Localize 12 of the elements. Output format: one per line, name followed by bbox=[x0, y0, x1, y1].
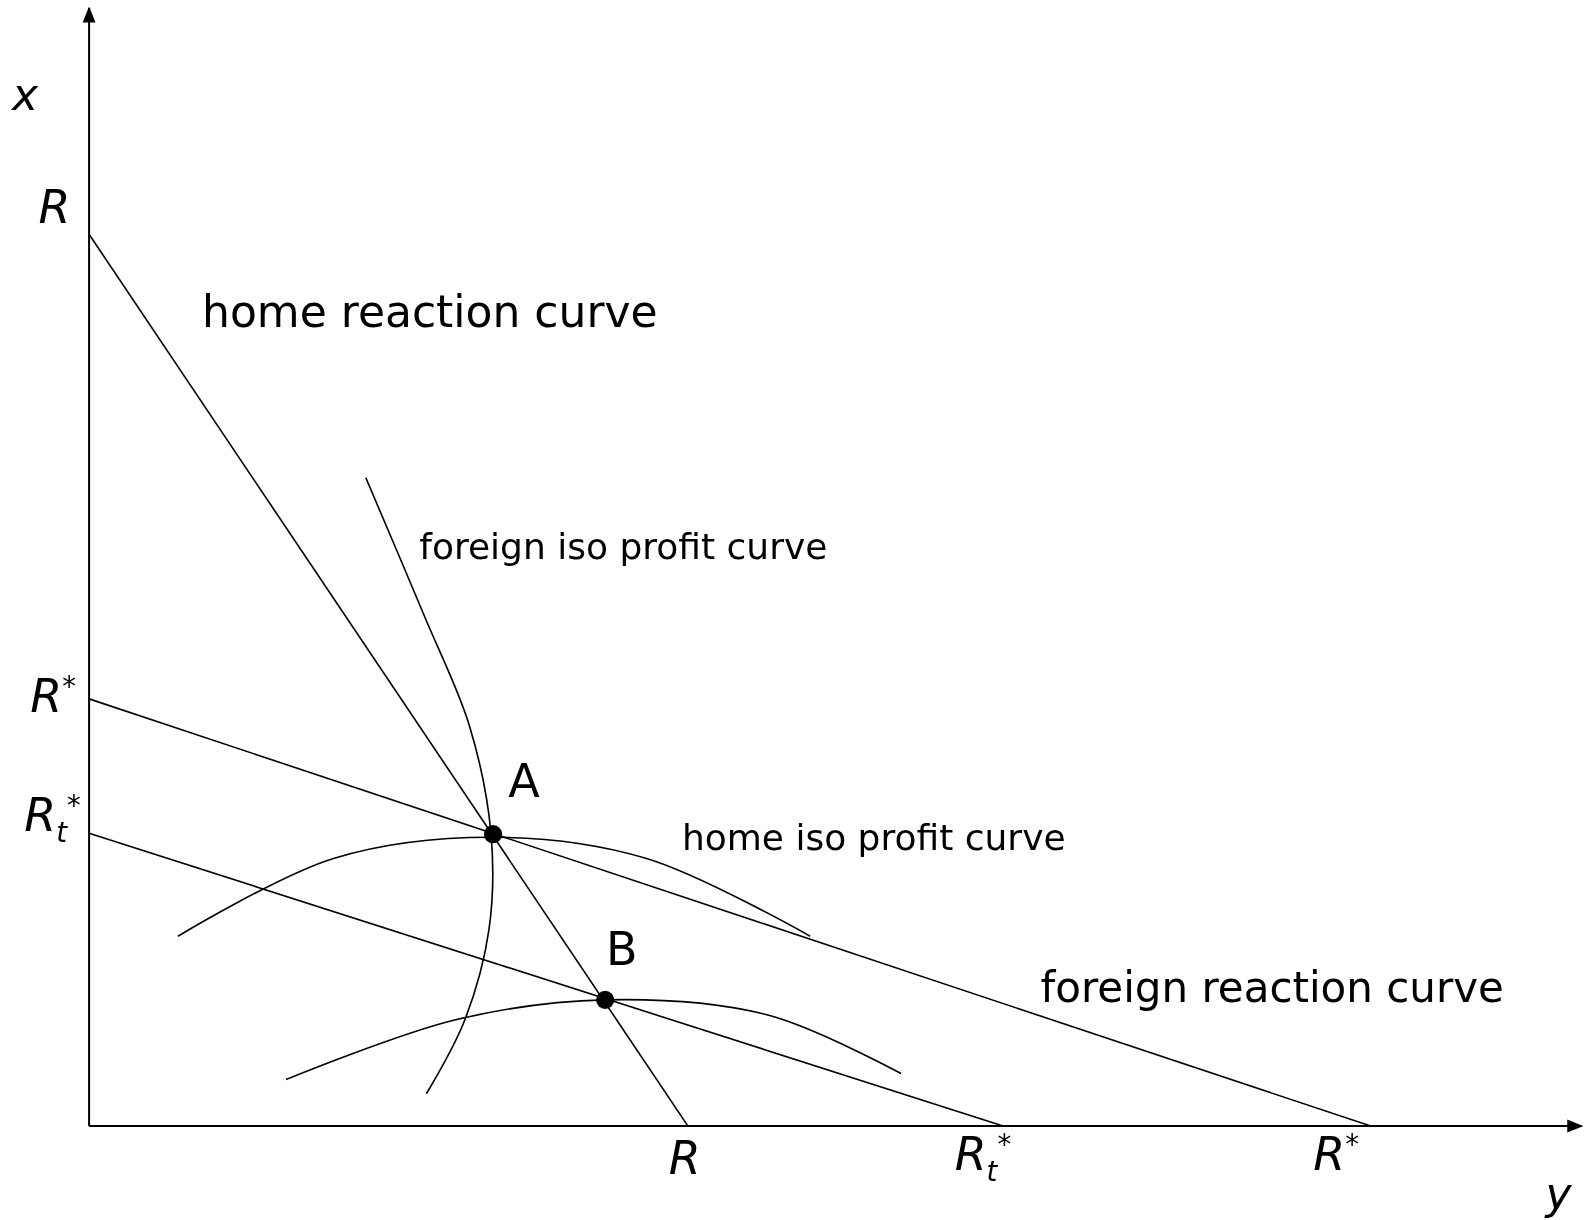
point-label: B bbox=[606, 926, 638, 973]
curve-label: home iso profit curve bbox=[681, 820, 1066, 857]
axis-label: y bbox=[1545, 1171, 1572, 1216]
intercept-label: R$^{*}$ bbox=[30, 672, 77, 720]
axis-label: x bbox=[12, 72, 39, 117]
intercept-label: R bbox=[38, 183, 71, 230]
point-label: A bbox=[508, 757, 540, 804]
curve-label: foreign iso profit curve bbox=[419, 529, 828, 566]
intercept-label: R bbox=[668, 1135, 701, 1182]
curve-label: foreign reaction curve bbox=[1040, 966, 1504, 1009]
curve-label: home reaction curve bbox=[202, 289, 658, 334]
intercept-label: R$^{*}$ bbox=[1313, 1131, 1359, 1178]
